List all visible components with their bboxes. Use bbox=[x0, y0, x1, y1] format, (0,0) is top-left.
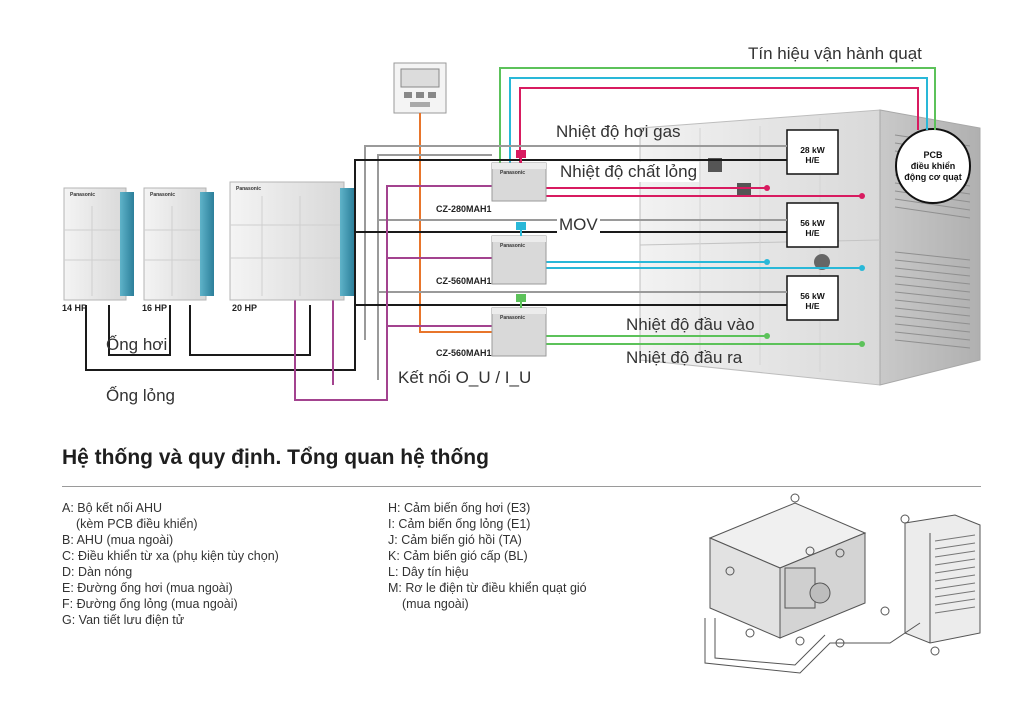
legend-left-item: (kèm PCB điều khiển) bbox=[76, 517, 198, 531]
outlet-temp-label: Nhiệt độ đầu ra bbox=[626, 348, 743, 367]
legend-left-item: E: Đường ống hơi (mua ngoài) bbox=[62, 581, 233, 595]
he-1-he: H/E bbox=[805, 155, 820, 165]
fan-pcb-circle bbox=[895, 128, 971, 204]
legend-right-item: J: Cảm biến gió hồi (TA) bbox=[388, 533, 522, 547]
remote-controller bbox=[393, 62, 447, 114]
connection-label: Kết nối O_U / I_U bbox=[398, 368, 532, 387]
legend-right-item: K: Cảm biến gió cấp (BL) bbox=[388, 549, 528, 563]
inlet-temp-label: Nhiệt độ đầu vào bbox=[626, 315, 755, 334]
legend-left-item: F: Đường ống lỏng (mua ngoài) bbox=[62, 597, 238, 611]
he-3-text: 56 kW H/E bbox=[787, 291, 838, 311]
mov-label: MOV bbox=[557, 215, 600, 235]
he-3-he: H/E bbox=[805, 301, 820, 311]
gas-pipe-label: Ống hơi bbox=[106, 335, 168, 354]
liquid-temp-label: Nhiệt độ chất lỏng bbox=[558, 162, 700, 182]
pcb-line-1: PCB bbox=[923, 150, 943, 160]
outdoor-unit-14hp bbox=[63, 187, 134, 301]
odu-hp-label-2: 16 HP bbox=[142, 303, 168, 313]
divider bbox=[62, 486, 981, 487]
gas-temp-label: Nhiệt độ hơi gas bbox=[556, 122, 681, 141]
he-3-kw: 56 kW bbox=[800, 291, 825, 301]
brand-odu-1: Panasonic bbox=[70, 192, 96, 198]
outdoor-unit-16hp bbox=[143, 187, 214, 301]
fan-signal-label: Tín hiệu vận hành quạt bbox=[748, 44, 922, 63]
he-2-text: 56 kW H/E bbox=[787, 218, 838, 238]
brand-odu-2: Panasonic bbox=[150, 192, 176, 198]
brand-connector-2: Panasonic bbox=[500, 243, 526, 249]
connector-model-3: CZ-560MAH1 bbox=[436, 348, 492, 358]
connector-box-2 bbox=[491, 222, 547, 285]
legend-left-item: G: Van tiết lưu điện tử bbox=[62, 613, 185, 627]
isometric-sketch bbox=[690, 493, 990, 683]
heat-exchanger-1 bbox=[786, 129, 839, 175]
pcb-line-2: điều khiển bbox=[910, 161, 956, 171]
legend-right-item: H: Cảm biến ống hơi (E3) bbox=[388, 501, 531, 515]
connector-box-1 bbox=[491, 150, 547, 202]
odu-hp-label-3: 20 HP bbox=[232, 303, 258, 313]
brand-odu-3: Panasonic bbox=[236, 186, 262, 192]
connector-box-3 bbox=[491, 294, 547, 357]
legend-right-item: I: Cảm biến ống lỏng (E1) bbox=[388, 517, 531, 531]
section-title: Hệ thống và quy định. Tổng quan hệ thống bbox=[62, 446, 489, 469]
system-diagram-svg bbox=[63, 62, 981, 401]
legend-left-item: A: Bộ kết nối AHU bbox=[62, 501, 163, 515]
heat-exchanger-2 bbox=[786, 202, 839, 248]
he-1-text: 28 kW H/E bbox=[787, 145, 838, 165]
connector-model-2: CZ-560MAH1 bbox=[436, 276, 492, 286]
pcb-text: PCB điều khiển động cơ quạt bbox=[896, 150, 970, 183]
he-2-he: H/E bbox=[805, 228, 820, 238]
legend-left: A: Bộ kết nối AHU (kèm PCB điều khiển) B: … bbox=[62, 500, 279, 628]
he-2-kw: 56 kW bbox=[800, 218, 825, 228]
legend-right-item: L: Dây tín hiệu bbox=[388, 565, 469, 579]
odu-hp-label-1: 14 HP bbox=[62, 303, 88, 313]
connector-model-1: CZ-280MAH1 bbox=[436, 204, 492, 214]
brand-connector-3: Panasonic bbox=[500, 315, 526, 321]
legend-right: H: Cảm biến ống hơi (E3) I: Cảm biến ống … bbox=[388, 500, 587, 612]
liquid-pipe-label: Ống lỏng bbox=[106, 386, 175, 405]
legend-right-item: (mua ngoài) bbox=[402, 597, 469, 611]
outdoor-unit-20hp bbox=[229, 181, 354, 301]
he-1-kw: 28 kW bbox=[800, 145, 825, 155]
pcb-line-3: động cơ quạt bbox=[904, 172, 962, 182]
system-diagram: Panasonic Panasonic Panasonic Panasonic … bbox=[62, 44, 981, 405]
brand-connector-1: Panasonic bbox=[500, 170, 526, 176]
legend-left-item: B: AHU (mua ngoài) bbox=[62, 533, 174, 547]
legend-right-item: M: Rơ le điện từ điều khiển quạt gió bbox=[388, 581, 587, 595]
heat-exchanger-3 bbox=[786, 275, 839, 321]
legend-left-item: D: Dàn nóng bbox=[62, 565, 133, 579]
legend-left-item: C: Điều khiển từ xa (phụ kiện tùy chọn) bbox=[62, 549, 279, 563]
isometric-sketch-svg bbox=[704, 493, 981, 674]
